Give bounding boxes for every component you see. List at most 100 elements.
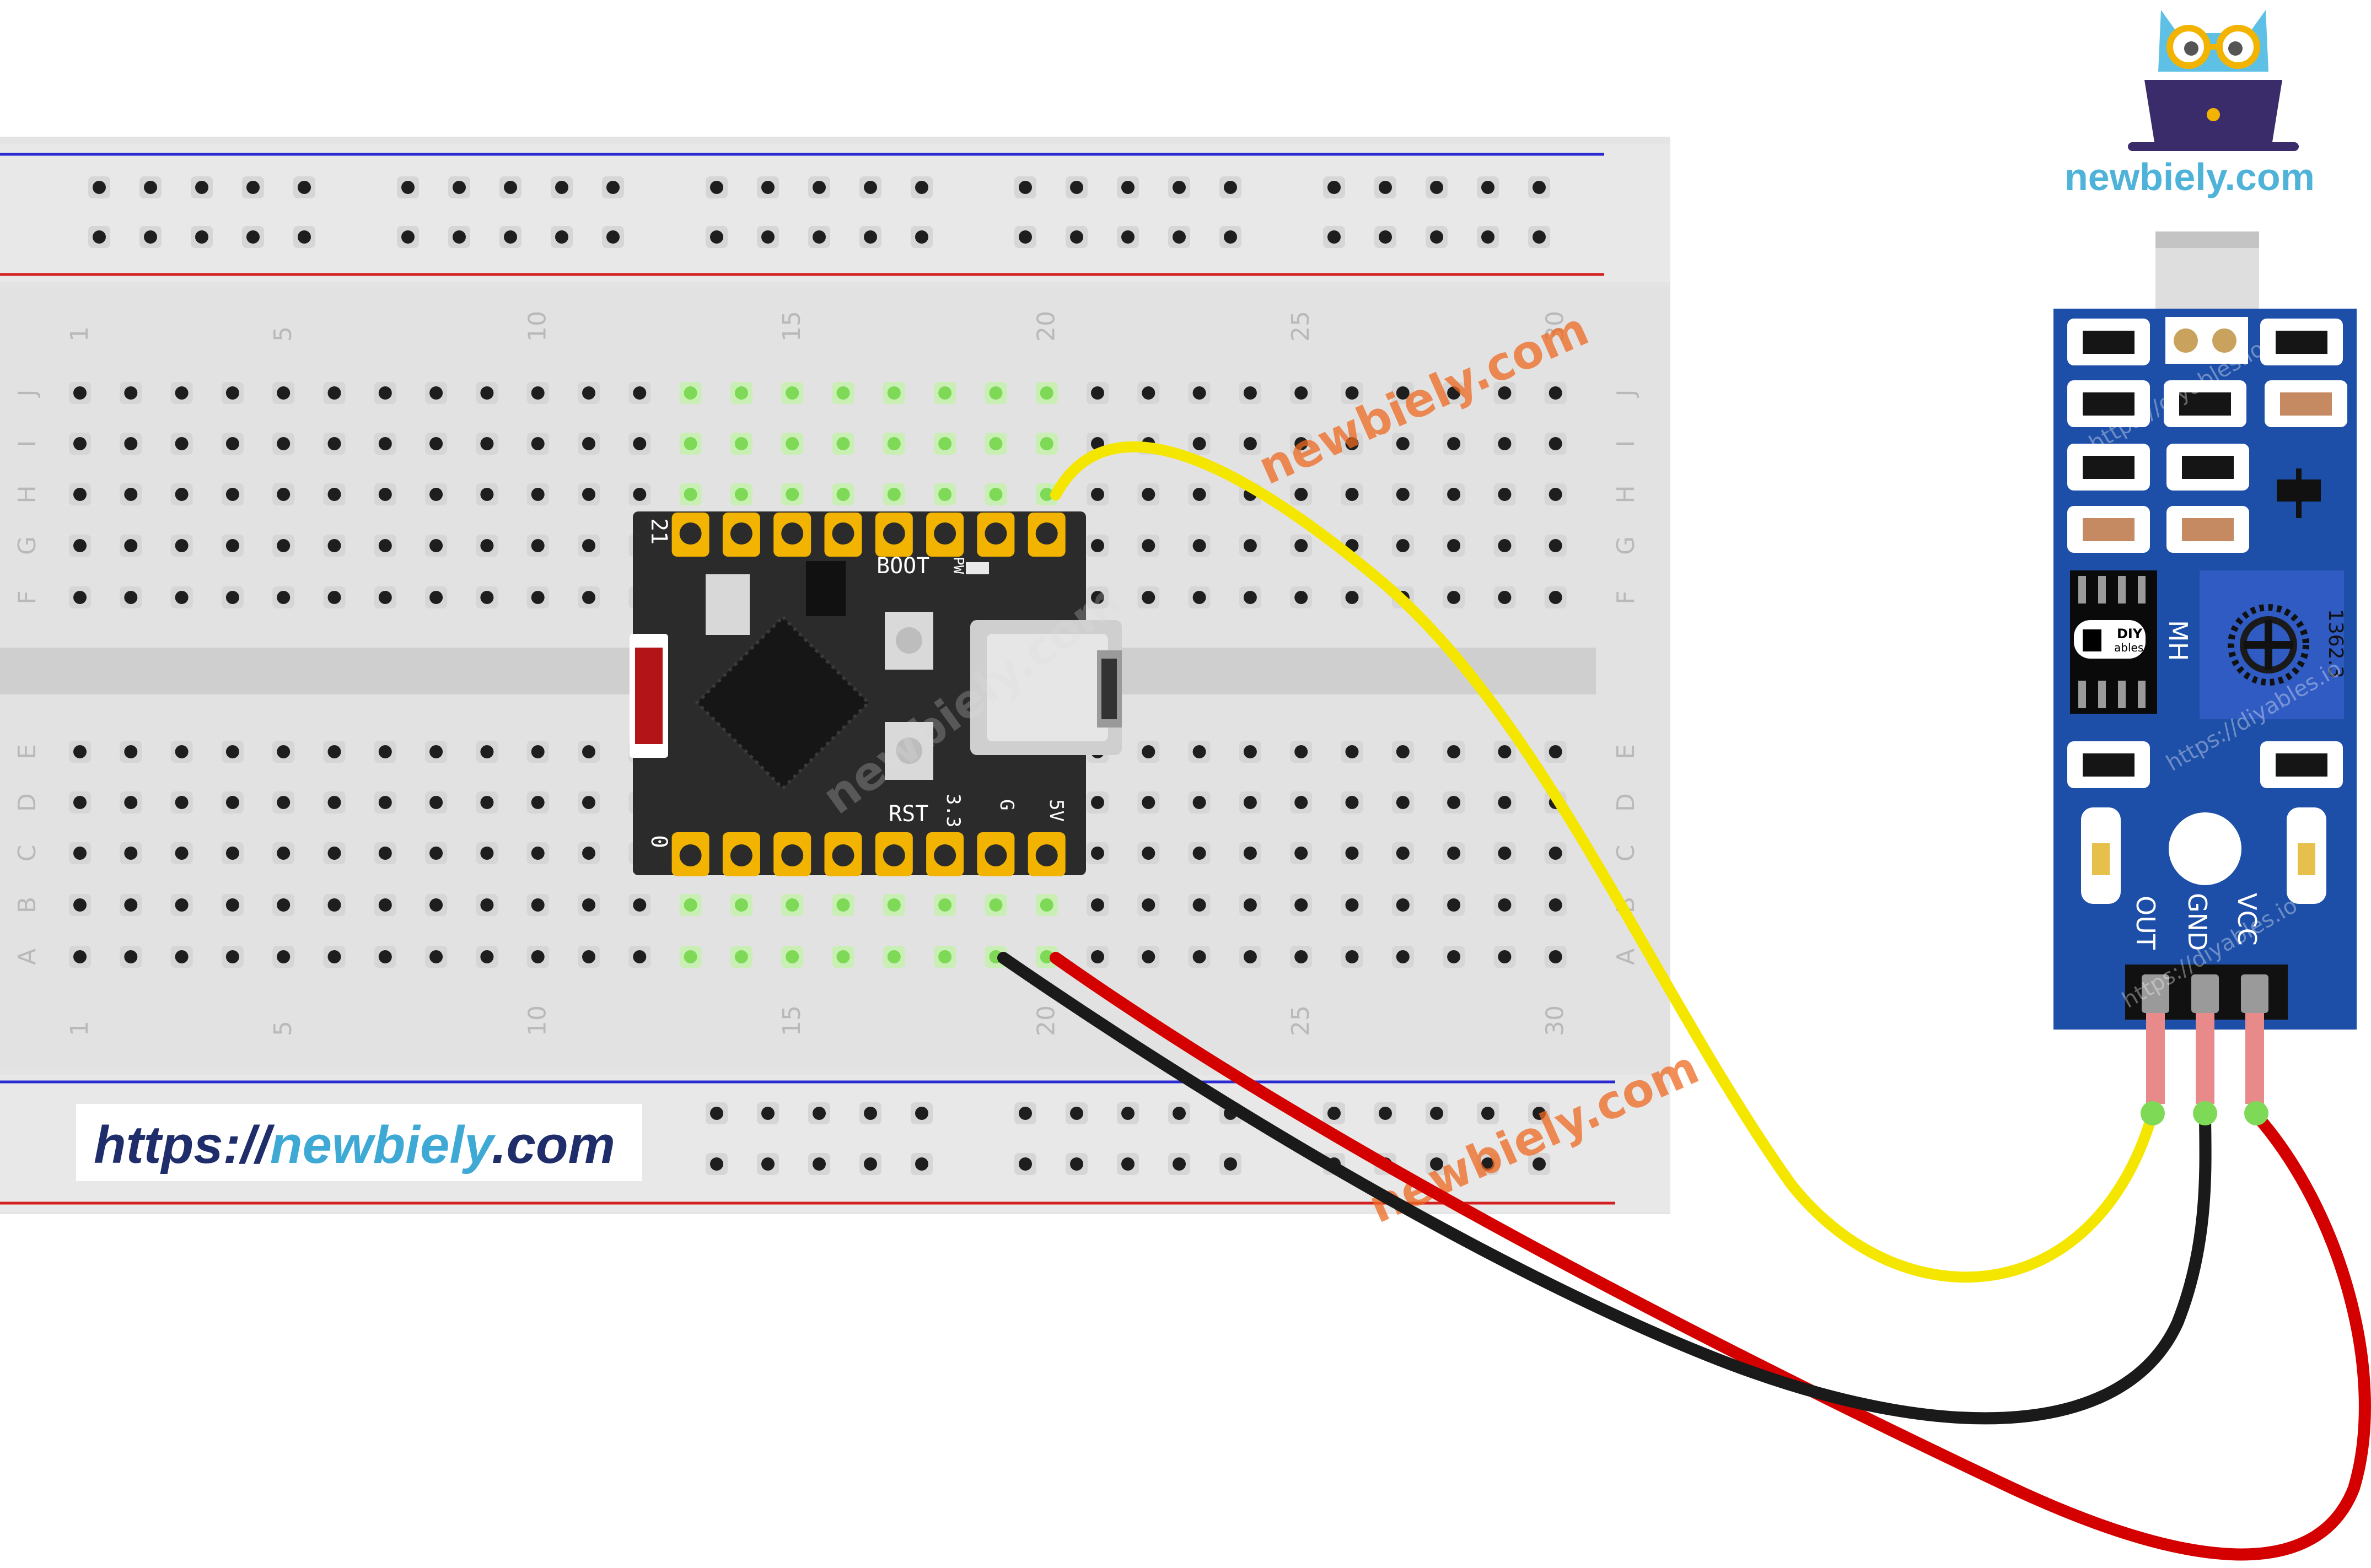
terminal-hole	[327, 386, 341, 400]
rail-hole	[864, 230, 877, 244]
terminal-hole	[582, 386, 595, 400]
rail-hole	[1224, 1157, 1237, 1171]
row-letter: B	[13, 897, 41, 913]
label-0: 0	[646, 835, 671, 848]
terminal-hole	[1396, 847, 1410, 860]
smd-transistor-leg	[2296, 468, 2302, 518]
terminal-hole	[1091, 898, 1104, 912]
terminal-hole	[480, 796, 494, 809]
rail-hole	[1430, 230, 1443, 244]
terminal-hole	[582, 488, 595, 501]
terminal-hole	[1040, 437, 1053, 450]
column-number: 30	[1541, 311, 1569, 342]
rail-hole	[864, 181, 877, 194]
row-letter: J	[13, 390, 41, 398]
column-number: 20	[1033, 1005, 1061, 1036]
terminal-hole	[1192, 437, 1206, 450]
rail-hole	[1481, 181, 1494, 194]
terminal-hole	[277, 898, 291, 912]
terminal-hole	[73, 488, 87, 501]
boot-button[interactable]	[885, 612, 933, 670]
wire-signal-out	[1050, 441, 2158, 1283]
terminal-hole	[1345, 745, 1359, 758]
terminal-hole	[1549, 847, 1562, 860]
terminal-hole	[684, 437, 697, 450]
terminal-hole	[124, 847, 138, 860]
rail-hole	[1327, 1107, 1341, 1120]
terminal-hole	[1142, 796, 1155, 809]
rail-hole	[915, 181, 928, 194]
rail-hole	[1327, 181, 1341, 194]
terminal-hole	[1243, 539, 1257, 552]
terminal-hole	[1345, 488, 1359, 501]
terminal-hole	[938, 898, 952, 912]
terminal-hole	[786, 437, 799, 450]
terminal-hole	[531, 437, 545, 450]
label-mh: MH	[2163, 620, 2193, 661]
board-pin-hole	[832, 844, 854, 866]
terminal-hole	[327, 950, 341, 963]
rail-hole	[1481, 230, 1494, 244]
mounting-hole	[2169, 812, 2241, 885]
terminal-hole	[1142, 745, 1155, 758]
terminal-hole	[277, 591, 291, 604]
terminal-hole	[938, 437, 952, 450]
rail-hole	[298, 230, 311, 244]
ic-leg	[2078, 576, 2086, 604]
rail-hole	[401, 181, 415, 194]
board-pin-hole	[679, 844, 702, 866]
terminal-hole	[1192, 847, 1206, 860]
ic-leg	[2078, 681, 2086, 708]
terminal-hole	[1192, 950, 1206, 963]
rail-hole	[1533, 181, 1546, 194]
rail-hole	[710, 230, 723, 244]
board-red-component-core	[635, 648, 663, 744]
terminal-hole	[1396, 796, 1410, 809]
potentiometer[interactable]	[2200, 570, 2344, 719]
terminal-hole	[1294, 898, 1308, 912]
url-suffix: .com	[492, 1116, 615, 1174]
comparator-ic: DIY ables	[2070, 570, 2157, 714]
rail-hole	[504, 230, 517, 244]
rail-hole	[144, 230, 157, 244]
row-letter: F	[13, 590, 41, 604]
terminal-hole	[175, 437, 189, 450]
smd-capacitor	[2083, 331, 2135, 354]
rail-hole	[195, 181, 208, 194]
terminal-hole	[378, 898, 392, 912]
reset-button[interactable]	[885, 722, 933, 780]
url-prefix: https://	[94, 1116, 275, 1174]
row-letter: E	[1612, 744, 1640, 759]
terminal-hole	[378, 745, 392, 758]
rail-hole	[864, 1157, 877, 1171]
rail-hole	[504, 181, 517, 194]
terminal-hole	[1396, 386, 1410, 400]
rail-hole	[1430, 1157, 1443, 1171]
terminal-hole	[480, 539, 494, 552]
terminal-hole	[1498, 745, 1512, 758]
terminal-hole	[531, 898, 545, 912]
rail-hole	[1121, 230, 1135, 244]
terminal-hole	[175, 386, 189, 400]
pin-label-gnd: GND	[2182, 893, 2212, 951]
terminal-hole	[1142, 488, 1155, 501]
terminal-hole	[582, 796, 595, 809]
url-banner: https://newbiely.com	[76, 1104, 642, 1181]
terminal-hole	[378, 950, 392, 963]
terminal-hole	[1447, 796, 1461, 809]
terminal-hole	[1142, 539, 1155, 552]
terminal-hole	[836, 950, 850, 963]
terminal-hole	[124, 745, 138, 758]
terminal-hole	[1294, 847, 1308, 860]
terminal-hole	[429, 437, 443, 450]
column-number: 15	[778, 1005, 806, 1036]
rail-hole	[710, 1157, 723, 1171]
terminal-hole	[327, 745, 341, 758]
rail-hole	[813, 181, 826, 194]
terminal-hole	[836, 488, 850, 501]
terminal-hole	[175, 950, 189, 963]
terminal-hole	[480, 591, 494, 604]
terminal-hole	[1192, 898, 1206, 912]
terminal-hole	[327, 898, 341, 912]
row-letter: A	[1612, 949, 1640, 965]
